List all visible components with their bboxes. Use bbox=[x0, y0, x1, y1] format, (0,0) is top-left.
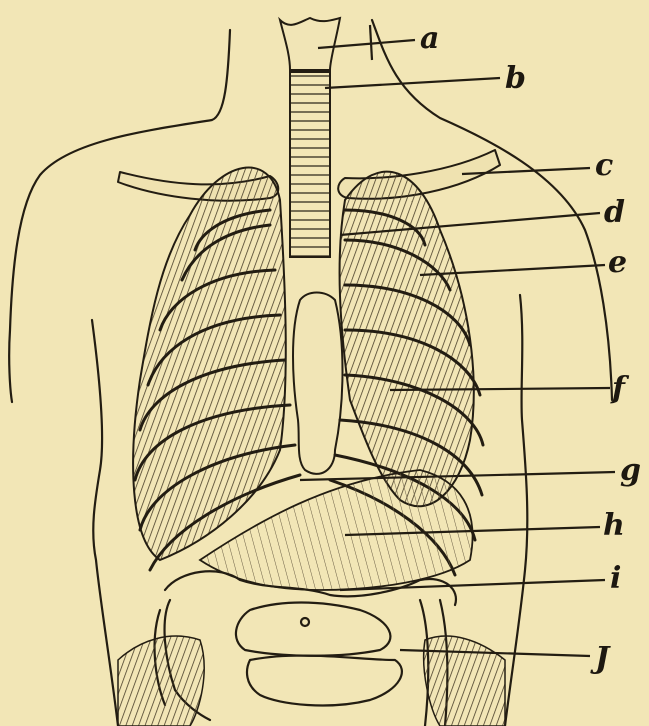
label-e: e bbox=[608, 245, 627, 280]
label-j: J bbox=[590, 641, 611, 676]
pelvis bbox=[118, 636, 505, 726]
label-c: c bbox=[595, 148, 613, 183]
label-i: i bbox=[610, 561, 621, 596]
label-b: b bbox=[505, 61, 526, 96]
label-a: a bbox=[420, 21, 439, 56]
trachea bbox=[280, 18, 340, 257]
label-f: f bbox=[610, 371, 630, 406]
label-d: d bbox=[604, 195, 625, 230]
label-g: g bbox=[620, 453, 641, 488]
sternum bbox=[293, 293, 343, 474]
label-h: h bbox=[603, 508, 625, 543]
